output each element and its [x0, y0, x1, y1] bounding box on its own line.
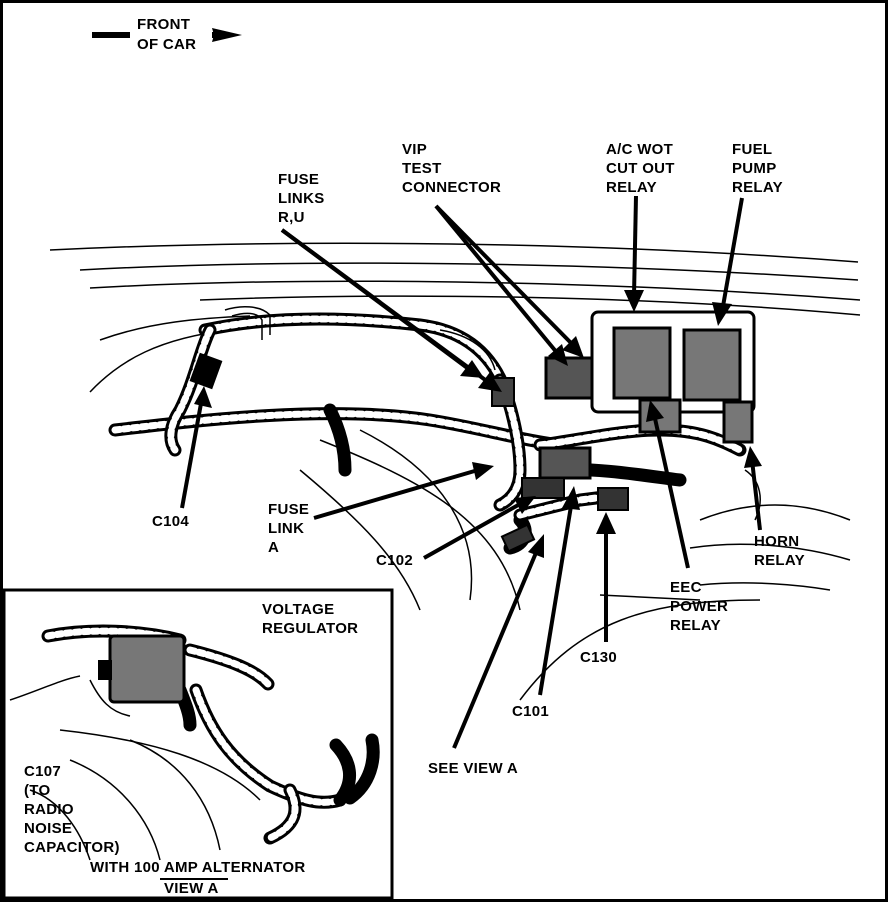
- fuse-links-ru-label-line3: R,U: [278, 209, 305, 226]
- fuse-links-ru-label-line1: FUSE: [278, 171, 319, 188]
- fuel-pump-relay-label-line3: RELAY: [732, 179, 783, 196]
- voltage-regulator-label-line1: VOLTAGE: [262, 601, 334, 618]
- c107-label-line2: (TO: [24, 782, 50, 799]
- fuse-link-a-label-line3: A: [268, 539, 279, 556]
- with-100-amp-alternator-label: WITH 100 AMP ALTERNATOR: [90, 859, 306, 876]
- c107-label-line5: CAPACITOR): [24, 839, 120, 856]
- inset-frame: [2, 588, 394, 900]
- front-of-car-indicator: FRONT OF CAR: [92, 16, 242, 53]
- c107-label-line4: NOISE: [24, 820, 72, 837]
- inset-view-a: VOLTAGE REGULATOR C107 (TO RADIO NOISE C…: [2, 588, 394, 900]
- c102-connector: [521, 477, 565, 499]
- voltage-regulator-body: [108, 634, 186, 704]
- vehicle-body-lines: [49, 242, 861, 701]
- voltage-regulator-label-line2: REGULATOR: [262, 620, 358, 637]
- c101-connector: [500, 523, 536, 553]
- horn-relay-label-line2: RELAY: [754, 552, 805, 569]
- c107-label-line1: C107: [24, 763, 61, 780]
- see-view-a-label: SEE VIEW A: [428, 760, 518, 777]
- vip-test-connector-label-line1: VIP: [402, 141, 427, 158]
- view-a-label: VIEW A: [164, 880, 219, 897]
- fuel-pump-relay-label-line2: PUMP: [732, 160, 777, 177]
- of-car-label: OF CAR: [137, 36, 196, 53]
- vip-test-connector-label-line3: CONNECTOR: [402, 179, 501, 196]
- horn-relay-label-line1: HORN: [754, 533, 799, 550]
- c101-label: C101: [512, 703, 549, 720]
- c130-connector: [597, 487, 629, 511]
- horn-relay-body: [722, 400, 754, 444]
- fuse-link-a-label-line1: FUSE: [268, 501, 309, 518]
- fuse-link-a-label-line2: LINK: [268, 520, 304, 537]
- c102-label: C102: [376, 552, 413, 569]
- fuse-link-a-block: [538, 446, 592, 480]
- ac-wot-relay-label-line2: CUT OUT: [606, 160, 675, 177]
- eec-power-relay-label-line1: EEC: [670, 579, 702, 596]
- eec-power-relay-label-line2: POWER: [670, 598, 728, 615]
- voltage-regulator-mount: [98, 660, 112, 680]
- front-label: FRONT: [137, 16, 190, 33]
- ac-wot-relay-label-line1: A/C WOT: [606, 141, 673, 158]
- ac-wot-relay-label-line3: RELAY: [606, 179, 657, 196]
- c107-label-line3: RADIO: [24, 801, 74, 818]
- fuse-links-ru-label-line2: LINKS: [278, 190, 325, 207]
- fuel-pump-relay-body: [682, 328, 742, 402]
- c104-label: C104: [152, 513, 189, 530]
- ac-wot-relay-body: [612, 326, 672, 400]
- c130-label: C130: [580, 649, 617, 666]
- fuel-pump-relay-label-line1: FUEL: [732, 141, 772, 158]
- callout-labels: FUSE LINKS R,U VIP TEST CONNECTOR A/C WO…: [152, 141, 805, 777]
- vip-test-connector-label-line2: TEST: [402, 160, 442, 177]
- eec-power-relay-label-line3: RELAY: [670, 617, 721, 634]
- c104-connector: [189, 352, 223, 390]
